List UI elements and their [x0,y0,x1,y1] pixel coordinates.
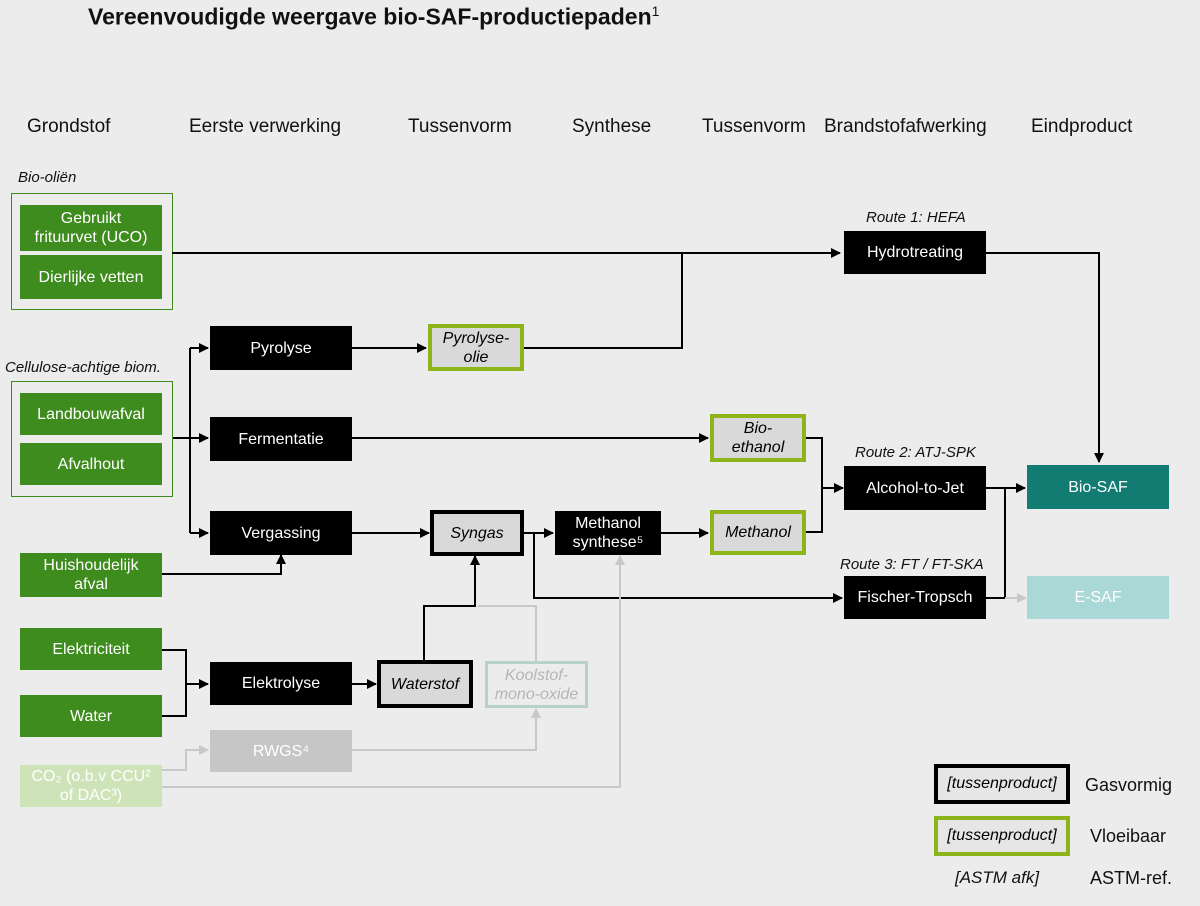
arrow-waterstof-syngas [423,555,480,660]
column-header-tussenvorm-1: Tussenvorm [408,116,512,137]
feedstock-uco: Gebruikt frituurvet (UCO) [20,205,162,251]
intermediate-methanol: Methanol [710,510,806,555]
product-bio-saf: Bio-SAF [1027,465,1169,509]
process-fermentatie: Fermentatie [210,417,352,461]
page-title: Vereenvoudigde weergave bio-SAF-producti… [88,3,659,31]
feedstock-afvalhout: Afvalhout [20,443,162,485]
column-header-tussenvorm-2: Tussenvorm [702,116,806,137]
title-text: Vereenvoudigde weergave bio-SAF-producti… [88,3,652,30]
product-e-saf: E-SAF [1027,576,1169,619]
category-bio-olien: Bio-oliën [18,169,77,186]
feedstock-elektriciteit: Elektriciteit [20,628,162,670]
column-header-grondstof: Grondstof [27,116,111,137]
arrow-co2-rwgs [162,745,209,771]
process-rwgs: RWGS⁴ [210,730,352,772]
legend-liquid-swatch: [tussenproduct] [934,816,1070,856]
intermediate-syngas: Syngas [430,510,524,556]
finishing-alcohol-to-jet: Alcohol-to-Jet [844,466,986,510]
route-label-atj-spk: Route 2: ATJ-SPK [855,444,976,461]
finishing-fischer-tropsch: Fischer-Tropsch [844,576,986,619]
arrow-syngas-fischertropsch [533,533,843,603]
process-elektrolyse: Elektrolyse [210,662,352,705]
legend-gas-label: Gasvormig [1085,775,1173,795]
route-label-ft: Route 3: FT / FT-SKA [840,556,984,573]
column-header-synthese: Synthese [572,116,652,137]
column-header-brandstofafwerking: Brandstofafwerking [824,116,987,137]
process-vergassing: Vergassing [210,511,352,555]
intermediate-koolstofmonooxide: Koolstof- mono-oxide [485,661,588,708]
arrow-rwgs-koolstofmonooxide [352,708,541,751]
column-header-eindproduct: Eindproduct [1031,116,1133,137]
legend-astm-swatch: [ASTM afk] [955,868,1040,887]
feedstock-dierlijke-vetten: Dierlijke vetten [20,255,162,299]
legend-liquid-label: Vloeibaar [1090,826,1167,846]
intermediate-bio-ethanol: Bio- ethanol [710,414,806,462]
feedstock-water: Water [20,695,162,737]
arrow-co2-methanolsynthese [162,555,625,788]
arrow-huishoudelijk-vergassing [162,554,286,575]
process-pyrolyse: Pyrolyse [210,326,352,370]
legend-gas-swatch: [tussenproduct] [934,764,1070,804]
column-header-eerste-verwerking: Eerste verwerking [189,116,342,137]
arrow-hydrotreating-biosaf [986,252,1104,463]
feedstock-huishoudelijk-afval: Huishoudelijk afval [20,553,162,597]
finishing-hydrotreating: Hydrotreating [844,231,986,274]
feedstock-landbouwafval: Landbouwafval [20,393,162,435]
title-footnote: 1 [651,3,660,19]
legend-astm-label: ASTM-ref. [1090,868,1173,888]
category-cellulose: Cellulose-achtige biom. [5,359,161,376]
feedstock-co2: CO₂ (o.b.v CCU² of DAC³) [20,765,162,807]
intermediate-waterstof: Waterstof [377,660,473,708]
intermediate-pyrolyse-olie: Pyrolyse- olie [428,324,524,371]
synthesis-methanol-synthese: Methanol synthese⁵ [555,511,661,555]
group-frame-bio-olien [11,193,173,310]
route-label-hefa: Route 1: HEFA [866,209,966,226]
group-frame-cellulose [11,381,173,497]
connector-pyrolyse-olie-hydrotreating [524,253,683,349]
